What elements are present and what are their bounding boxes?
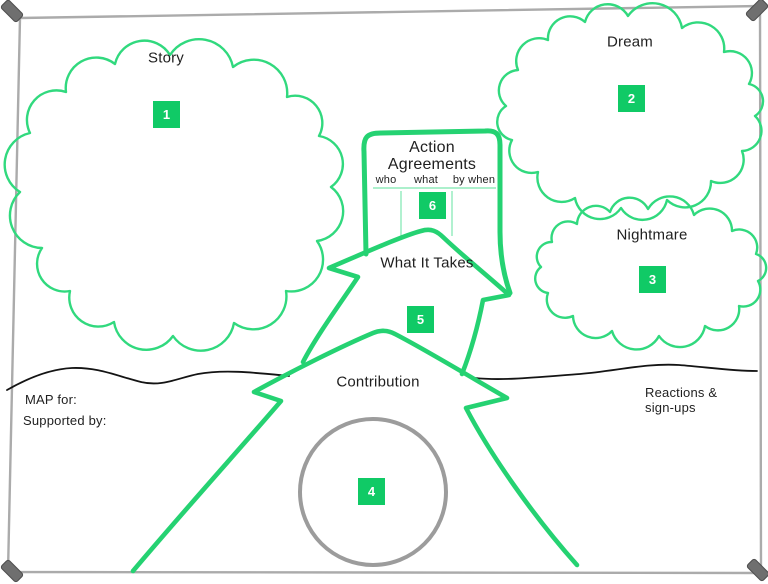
contribution-circle-outline [298, 417, 448, 567]
action-agreements-title-line2: Agreements [387, 156, 477, 173]
column-header-what: what [413, 174, 439, 186]
action-agreements-box-outline [361, 128, 513, 296]
horizon-line-right [474, 363, 758, 380]
tree-upper-arrow-outline [300, 227, 512, 377]
badge-2-dream: 2 [618, 85, 645, 112]
pin-icon [745, 0, 768, 22]
badge-4-contribution: 4 [358, 478, 385, 505]
badge-5-what-it-takes: 5 [407, 306, 434, 333]
badge-1-story: 1 [153, 101, 180, 128]
column-header-who: who [375, 174, 397, 186]
action-agreements-title: Action Agreements [388, 139, 476, 173]
reactions-line1: Reactions & [645, 385, 718, 400]
tree-lower-arrow-outline [130, 328, 580, 574]
nightmare-label: Nightmare [616, 226, 688, 244]
pin-icon [0, 0, 24, 23]
reactions-signups-label: Reactions & sign-ups [645, 385, 717, 415]
map-for-label: MAP for: [25, 392, 77, 407]
pin-icon [0, 559, 24, 583]
horizon-line-left [6, 367, 290, 391]
badge-6-action: 6 [419, 192, 446, 219]
story-label: Story [147, 49, 185, 67]
dream-label: Dream [606, 33, 654, 51]
supported-by-label: Supported by: [23, 413, 107, 428]
story-cloud-outline [3, 37, 345, 352]
column-header-by-when: by when [452, 174, 496, 186]
action-agreements-title-line1: Action [409, 139, 455, 156]
contribution-label: Contribution [336, 373, 420, 391]
reactions-line2: sign-ups [645, 400, 696, 415]
dream-cloud-outline [496, 2, 765, 221]
pin-icon [746, 558, 768, 582]
what-it-takes-label: What It Takes [380, 254, 474, 272]
nightmare-cloud-outline [534, 195, 768, 351]
badge-3-nightmare: 3 [639, 266, 666, 293]
